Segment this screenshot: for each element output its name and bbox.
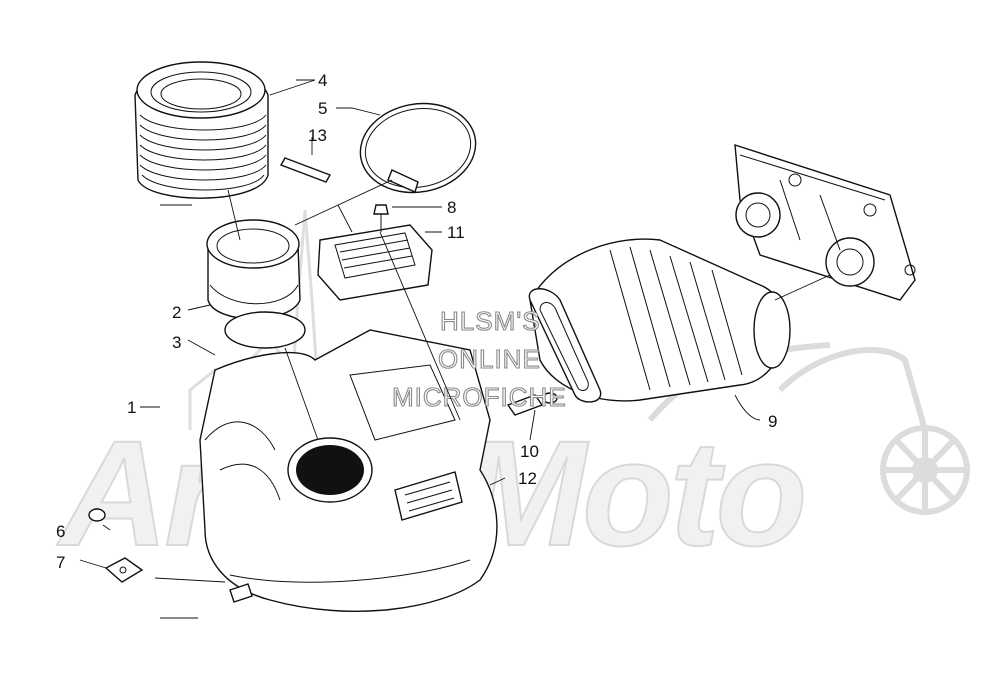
watermark-motorcycle-icon bbox=[647, 342, 970, 515]
watermark-line-2: ONLINE bbox=[438, 344, 541, 374]
callout-4: 4 bbox=[318, 71, 327, 90]
callout-11: 11 bbox=[447, 223, 465, 242]
part-7-bracket bbox=[104, 557, 144, 583]
part-2-adapter bbox=[206, 219, 301, 320]
callout-labels: 1 2 3 4 5 6 7 8 9 10 11 12 13 bbox=[56, 71, 777, 572]
hlsm-overlay-watermark: HLSM'S ONLINE MICROFICHE bbox=[391, 305, 567, 412]
callout-10: 10 bbox=[520, 442, 539, 461]
part-13-strip bbox=[279, 157, 332, 183]
callout-1: 1 bbox=[127, 398, 136, 417]
callout-5: 5 bbox=[318, 99, 327, 118]
callout-3: 3 bbox=[172, 333, 181, 352]
callout-13: 13 bbox=[308, 126, 327, 145]
leader-lines bbox=[79, 79, 831, 619]
callout-2: 2 bbox=[172, 303, 181, 322]
carburetor-assembly-reference bbox=[734, 144, 916, 301]
callout-8: 8 bbox=[447, 198, 456, 217]
part-4-intake-boot bbox=[134, 61, 269, 199]
part-10-fitting bbox=[506, 392, 558, 416]
part-11-filter bbox=[317, 224, 433, 301]
part-9-intake-duct bbox=[528, 238, 791, 403]
part-6-washer bbox=[88, 508, 106, 522]
callout-6: 6 bbox=[56, 522, 65, 541]
part-8-screw bbox=[373, 204, 389, 232]
part-3-gasket bbox=[224, 311, 306, 349]
watermark-line-3: MICROFICHE bbox=[392, 382, 567, 412]
callout-7: 7 bbox=[56, 553, 65, 572]
part-5-clamp-band bbox=[359, 102, 477, 194]
watermark-line-1: HLSM'S bbox=[440, 306, 541, 336]
callout-12: 12 bbox=[518, 469, 537, 488]
callout-9: 9 bbox=[768, 412, 777, 431]
part-1-airbox bbox=[199, 329, 498, 612]
